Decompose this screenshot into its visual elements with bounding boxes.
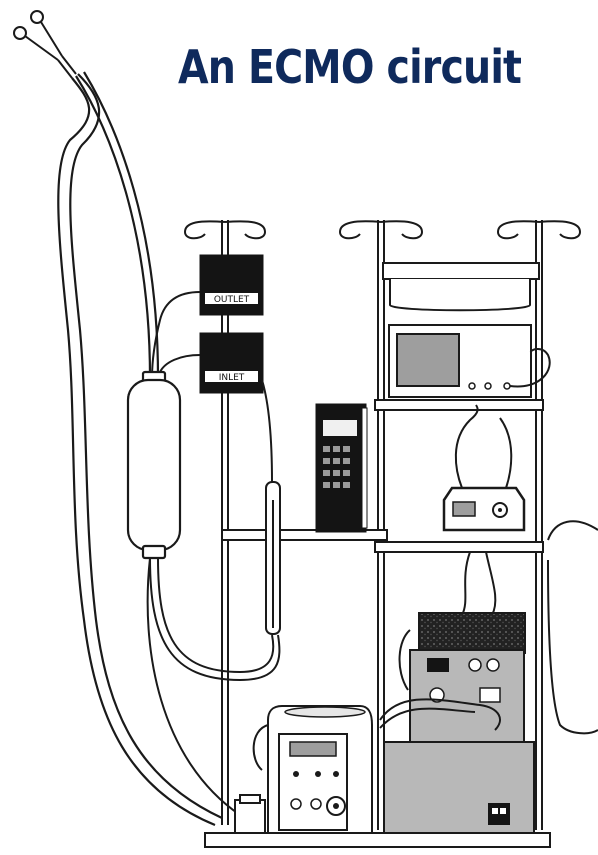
gas-blender-box <box>384 742 534 840</box>
inlet-cable <box>160 355 200 372</box>
roller-pump <box>254 706 372 833</box>
oxygenator-tubing <box>148 558 280 815</box>
heater-unit <box>410 613 525 742</box>
inlet-probe-cable <box>262 380 272 482</box>
surgical-clamp <box>14 11 76 78</box>
curtain <box>548 521 598 733</box>
outlet-cable <box>152 292 200 378</box>
patient-monitor <box>389 325 550 397</box>
outlet-label: OUTLET <box>214 295 250 305</box>
outlet-sensor-box: OUTLET <box>200 255 263 315</box>
flow-controller <box>444 488 524 530</box>
oxygenator-bladder <box>128 372 180 558</box>
temperature-probe <box>266 482 280 634</box>
monitor-basket <box>383 263 539 310</box>
inlet-sensor-box: INLET <box>200 333 263 393</box>
inlet-label: INLET <box>219 373 245 383</box>
cart-base <box>205 833 550 847</box>
bladder-box <box>235 795 265 833</box>
infusion-pump <box>316 404 367 532</box>
